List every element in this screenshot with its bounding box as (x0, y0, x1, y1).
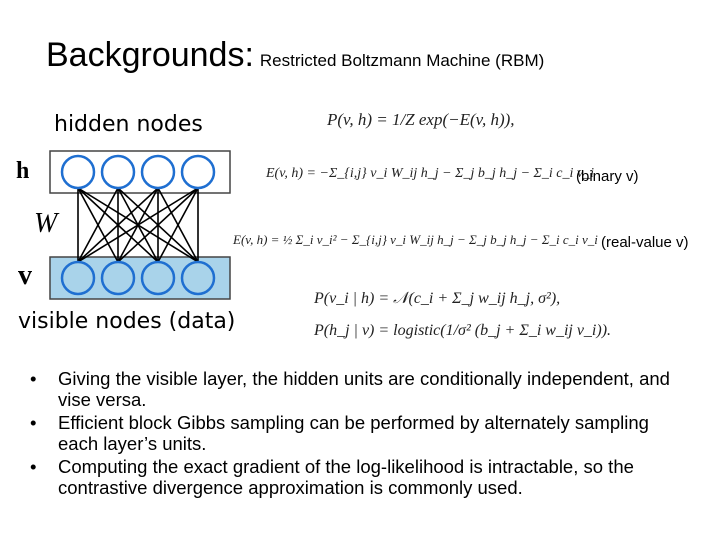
binary-v-note: (binary v) (576, 168, 639, 185)
slide-title: Backgrounds: Restricted Boltzmann Machine… (46, 36, 544, 75)
joint-probability-equation: P(v, h) = 1/Z exp(−E(v, h)), (327, 110, 515, 129)
bullet-item: Computing the exact gradient of the log-… (30, 456, 670, 498)
conditional-v-equation: P(v_i | h) = 𝒩(c_i + Σ_j w_ij h_j, σ²), (314, 290, 561, 307)
rbm-graph (49, 150, 231, 300)
hidden-nodes-label: hidden nodes (54, 112, 203, 137)
visible-node (140, 260, 176, 296)
rbm-edge (117, 187, 199, 263)
rbm-edge (157, 187, 199, 263)
rbm-edges (77, 187, 199, 263)
hidden-nodes (60, 154, 216, 190)
visible-nodes (60, 260, 216, 296)
bullet-item: Efficient block Gibbs sampling can be pe… (30, 412, 670, 454)
visible-node (180, 260, 216, 296)
hidden-node (180, 154, 216, 190)
rbm-edge (77, 187, 199, 263)
v-label: v (18, 260, 32, 291)
bullet-list: Giving the visible layer, the hidden uni… (30, 368, 670, 500)
hidden-node (60, 154, 96, 190)
title-main: Backgrounds: (46, 36, 254, 74)
conditional-h-equation: P(h_j | v) = logistic(1/σ² (b_j + Σ_i w_… (314, 322, 612, 339)
w-label: W (34, 208, 58, 239)
rbm-edge (77, 187, 159, 263)
bullet-item: Giving the visible layer, the hidden uni… (30, 368, 670, 410)
energy-realvalue-equation: E(v, h) = ½ Σ_i v_i² − Σ_{i,j} v_i W_ij … (233, 232, 598, 247)
real-value-v-note: (real-value v) (601, 234, 689, 251)
rbm-edge (77, 187, 119, 263)
energy-binary-equation: E(v, h) = −Σ_{i,j} v_i W_ij h_j − Σ_j b_… (266, 166, 594, 181)
title-subtitle: Restricted Boltzmann Machine (RBM) (259, 51, 545, 70)
visible-node (100, 260, 136, 296)
h-label: h (16, 158, 30, 184)
visible-node (60, 260, 96, 296)
hidden-node (100, 154, 136, 190)
visible-nodes-label: visible nodes (data) (18, 309, 236, 334)
hidden-node (140, 154, 176, 190)
